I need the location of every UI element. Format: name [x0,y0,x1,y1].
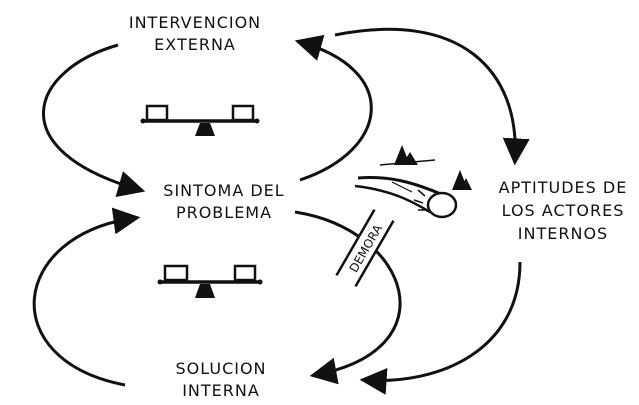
arrow-sintoma-to-solucion-delayed [294,210,402,385]
node-sintoma-line2: PROBLEMA [175,203,273,222]
node-solucion-line2: INTERNA [182,381,260,400]
node-solucion-line1: SOLUCION [175,359,267,378]
node-aptitudes-line3: INTERNOS [517,224,609,243]
node-intervencion-line2: EXTERNA [154,35,236,54]
arrow-sintoma-to-intervencion [294,34,373,182]
node-solucion-interna: SOLUCION INTERNA [175,358,266,402]
node-aptitudes-line1: APTITUDES DE [498,178,628,197]
arrow-aptitudes-to-solucion [359,261,522,395]
node-sintoma-line1: SINTOMA DEL [163,181,285,200]
node-sintoma-del-problema: SINTOMA DEL PROBLEMA [163,180,284,224]
snowball-hill-icon [354,145,472,219]
arrow-solucion-to-sintoma [32,207,141,387]
balance-icon-upper [140,104,260,136]
node-intervencion-line1: INTERVENCION [128,13,262,32]
node-aptitudes-actores-internos: APTITUDES DE LOS ACTORES INTERNOS [499,176,628,245]
node-intervencion-externa: INTERVENCION EXTERNA [129,12,261,56]
balance-icon-lower [157,264,263,298]
arrow-intervencion-to-sintoma [42,43,146,198]
node-aptitudes-line2: LOS ACTORES [501,201,625,220]
delay-marker: DEMORA [335,208,395,288]
arrow-intervencion-to-aptitudes [334,27,530,166]
